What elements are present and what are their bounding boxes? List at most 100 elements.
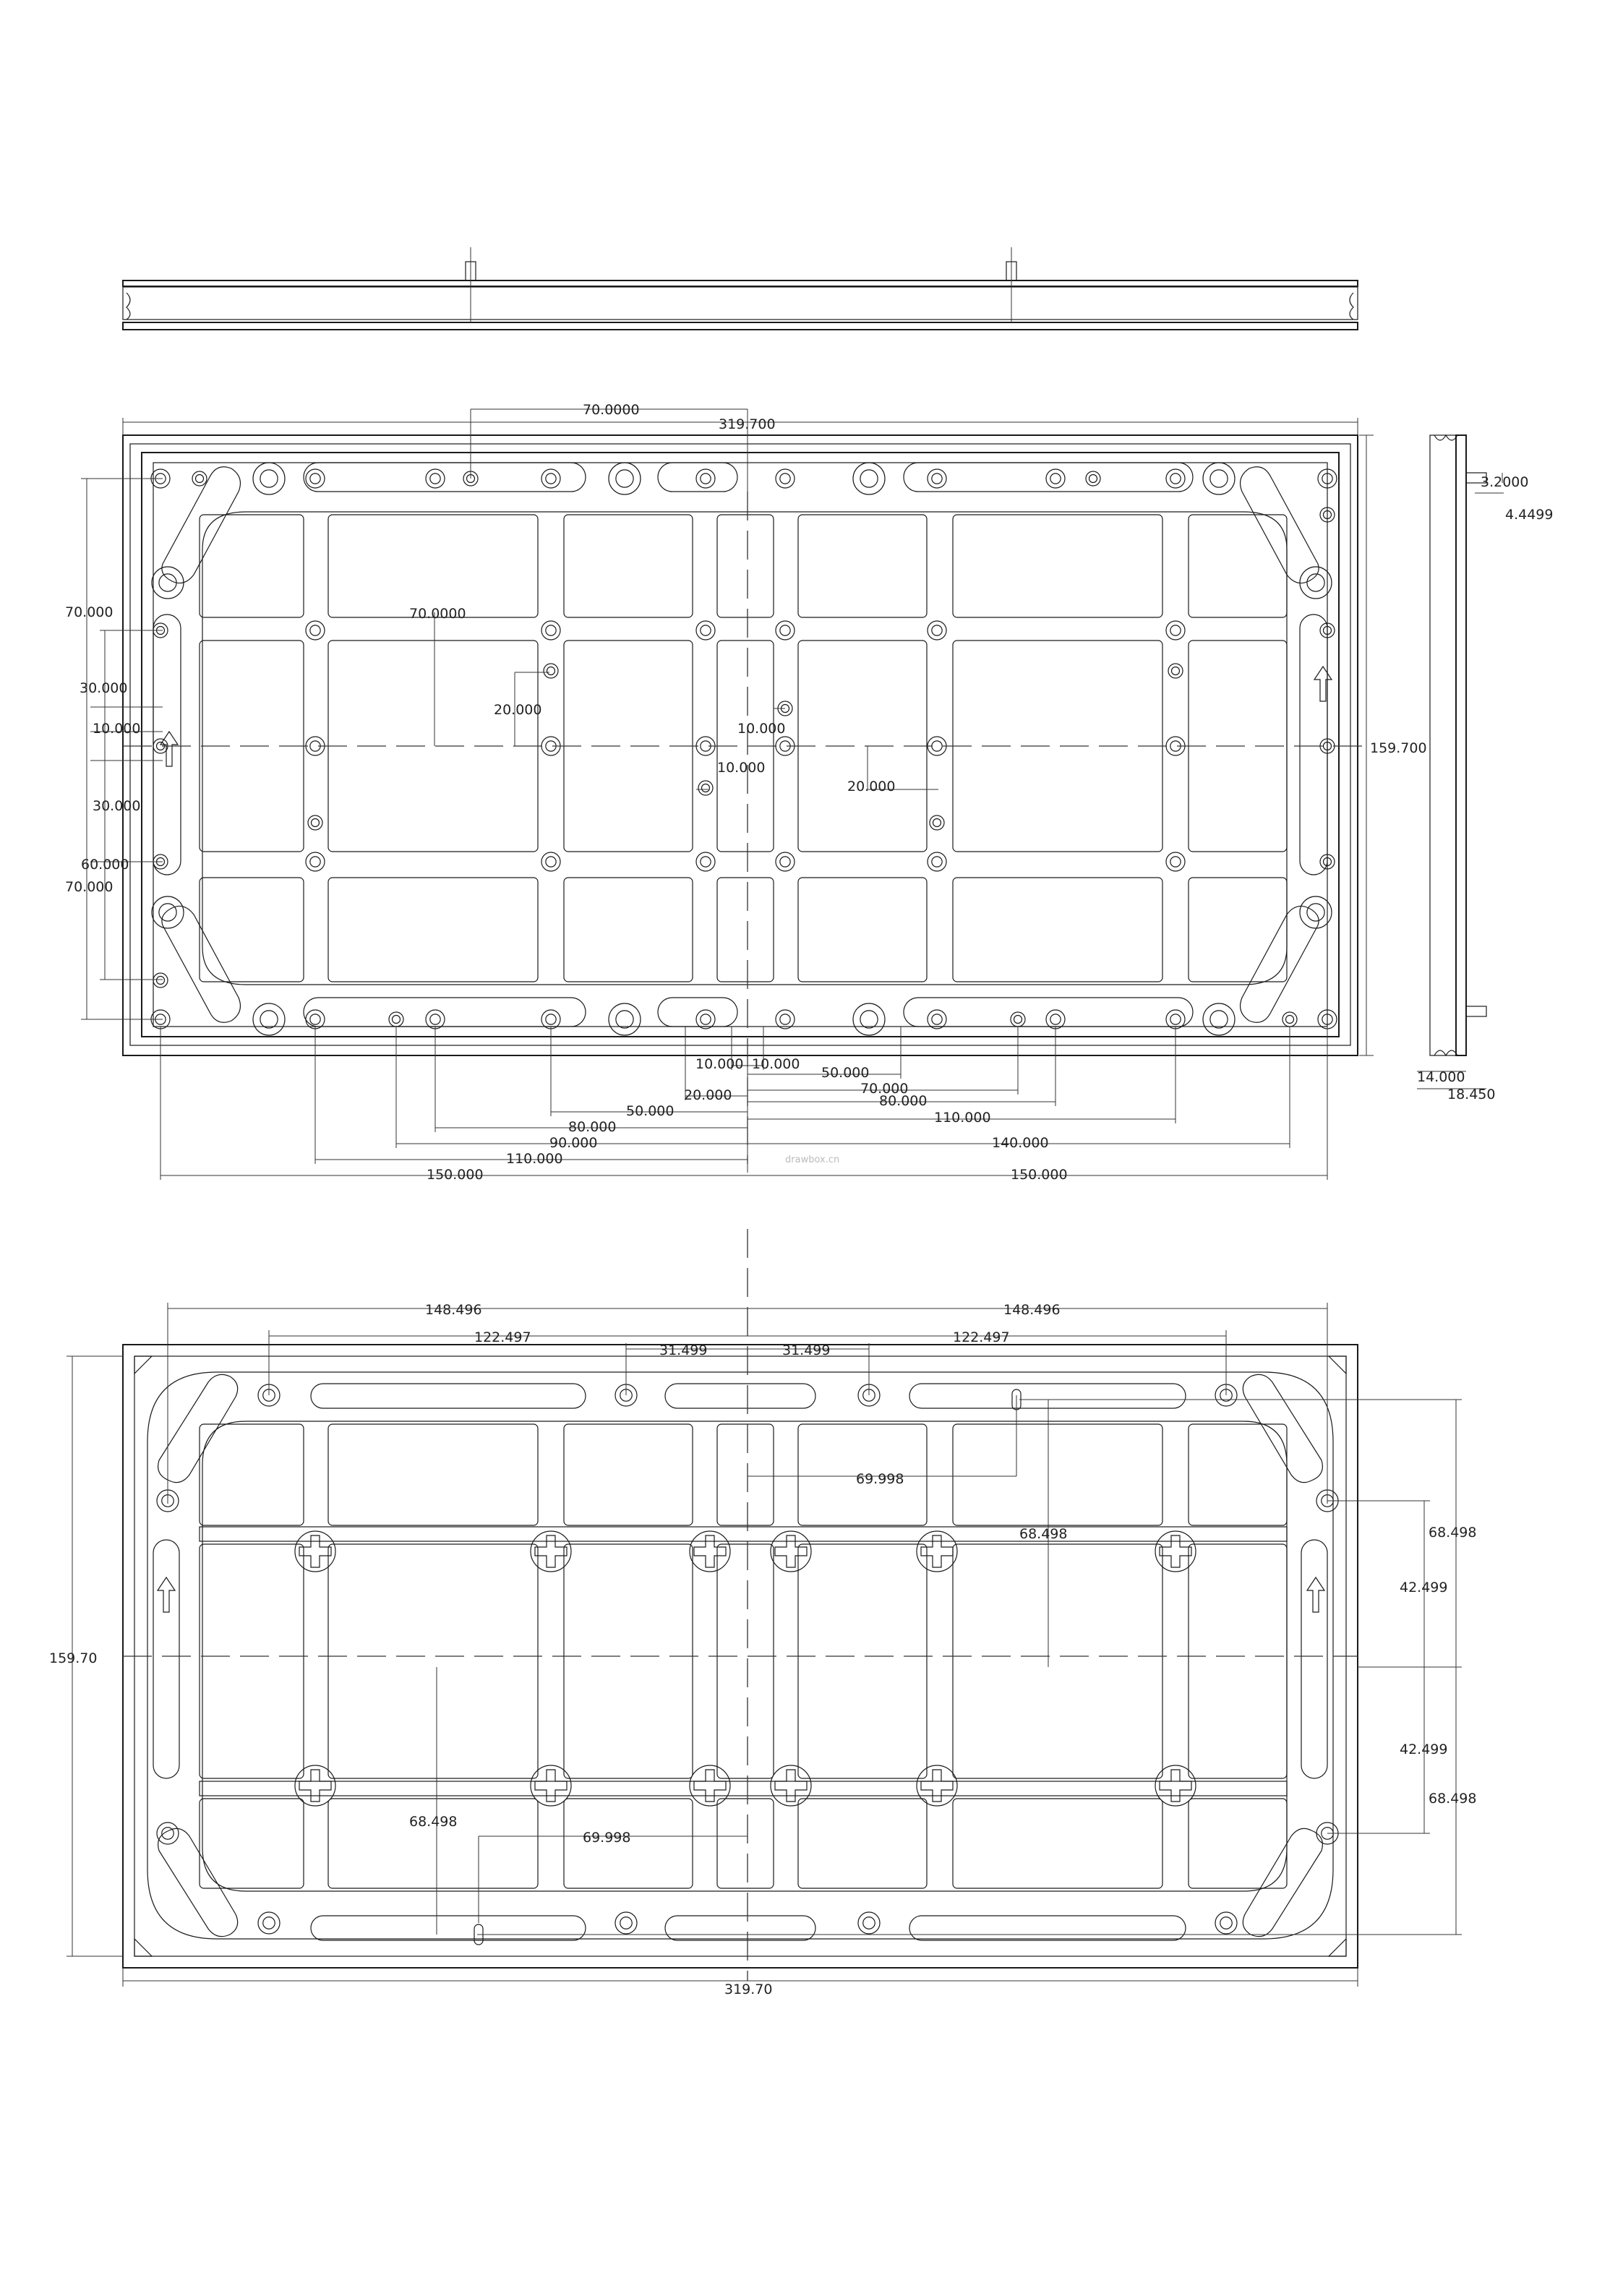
hole-inner	[931, 473, 943, 484]
hole	[857, 1911, 881, 1935]
hole	[775, 1009, 795, 1029]
top-view-pockets	[199, 514, 1288, 982]
hole	[305, 852, 325, 872]
counterbore-inner	[615, 469, 634, 488]
counterbore	[252, 1003, 286, 1036]
dim-profile-step: 3.2000	[1481, 474, 1528, 490]
hole	[1165, 620, 1186, 641]
hole	[927, 1009, 947, 1029]
hole-inner	[429, 1014, 441, 1025]
direction-arrows	[159, 665, 1333, 767]
counterbore	[1202, 462, 1236, 495]
counterbore	[151, 896, 184, 929]
hole	[775, 468, 795, 489]
pocket	[716, 514, 774, 618]
counterbore-inner	[1209, 469, 1228, 488]
dim-left-70-upper: 70.000	[65, 604, 113, 620]
dim-br-10: 10.000	[752, 1056, 800, 1072]
boss	[916, 1765, 958, 1807]
hole-inner	[779, 856, 791, 868]
counterbore-inner	[260, 1010, 278, 1029]
dim-bl-10: 10.000	[695, 1056, 743, 1072]
counterbore	[608, 462, 641, 495]
dim-left-10: 10.000	[93, 721, 140, 737]
dim-profile-outer-thickness: 18.450	[1447, 1087, 1495, 1102]
hole	[1165, 468, 1186, 489]
bottom-view	[122, 1229, 1358, 1981]
cross-slot	[693, 1535, 727, 1568]
dim-inner-10-left: 10.000	[737, 721, 785, 737]
hole	[1168, 663, 1183, 679]
hole-inner	[1170, 1014, 1181, 1025]
dim-bl-80: 80.000	[568, 1119, 616, 1135]
dim-overall-height: 159.700	[1370, 740, 1427, 756]
hole-inner	[1050, 1014, 1061, 1025]
dim-bl-110: 110.000	[506, 1151, 563, 1167]
dim-inner-10-right: 10.000	[717, 760, 765, 776]
hole	[541, 1009, 561, 1029]
counterbore-inner	[1209, 1010, 1228, 1029]
hole-inner	[161, 1827, 174, 1840]
hole-inner	[1322, 510, 1332, 520]
side-profile-view	[122, 247, 1358, 330]
dim-top-right-148: 148.496	[1003, 1302, 1061, 1318]
hole	[927, 620, 947, 641]
hole	[1085, 471, 1101, 487]
hole-inner	[932, 818, 942, 828]
cross-slot	[774, 1535, 808, 1568]
bottom-view-dimension-lines	[67, 1303, 1462, 1987]
hole	[541, 468, 561, 489]
pocket	[327, 1423, 539, 1526]
counterbore	[1202, 1003, 1236, 1036]
counterbore	[852, 462, 886, 495]
hole-inner	[779, 625, 791, 636]
counterbore-inner	[860, 469, 878, 488]
dim-top-left-148: 148.496	[425, 1302, 482, 1318]
hole-inner	[1322, 1014, 1333, 1025]
hole	[1010, 1011, 1026, 1027]
hole-inner	[309, 1014, 321, 1025]
rib	[199, 1781, 1288, 1796]
counterbore-inner	[260, 469, 278, 488]
dim-top-right-122: 122.497	[953, 1329, 1010, 1345]
hole	[305, 468, 325, 489]
pocket	[563, 1423, 693, 1526]
dim-top-left-122: 122.497	[474, 1329, 531, 1345]
pocket	[952, 1423, 1163, 1526]
hole-inner	[700, 625, 711, 636]
pocket	[1188, 1543, 1288, 1779]
dim-br-80: 80.000	[879, 1093, 927, 1109]
dim-left-30-upper: 30.000	[80, 680, 127, 696]
hole	[541, 852, 561, 872]
hole	[543, 663, 559, 679]
hole	[1045, 1009, 1066, 1029]
hole-inner	[620, 1916, 633, 1929]
dim-br-140: 140.000	[992, 1135, 1049, 1151]
hole-inner	[194, 474, 205, 484]
dim-right-68-lower: 68.498	[1429, 1791, 1476, 1807]
hole-inner	[862, 1916, 875, 1929]
hole-inner	[429, 473, 441, 484]
cross-slot	[920, 1769, 954, 1802]
hole	[927, 468, 947, 489]
dim-br-110: 110.000	[934, 1110, 991, 1126]
pocket	[797, 1798, 928, 1889]
hole	[307, 815, 323, 831]
hole	[257, 1911, 281, 1935]
hole	[156, 1822, 179, 1845]
hole-inner	[391, 1014, 401, 1024]
hole	[695, 1009, 716, 1029]
pocket	[716, 1423, 774, 1526]
hole-inner	[1170, 666, 1181, 676]
hole-inner	[931, 625, 943, 636]
top-view-holes	[150, 462, 1337, 1036]
dim-bl-50: 50.000	[626, 1103, 674, 1119]
pocket	[952, 514, 1163, 618]
hole-inner	[701, 783, 711, 793]
counterbore	[252, 462, 286, 495]
cross-slot	[1159, 1769, 1192, 1802]
hole-inner	[1050, 473, 1061, 484]
hole-inner	[1088, 474, 1098, 484]
pocket	[797, 1543, 928, 1779]
bottom-corner-slots	[134, 1355, 1347, 1957]
